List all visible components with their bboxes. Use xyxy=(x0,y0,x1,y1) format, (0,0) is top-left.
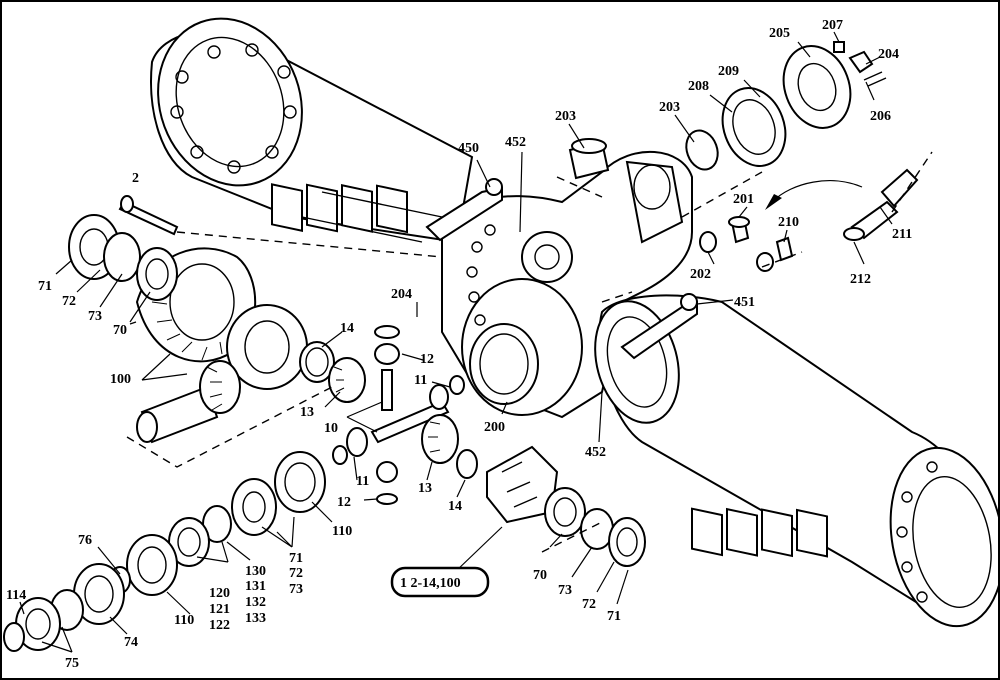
label-76: 76 xyxy=(78,533,92,548)
label-73-middle: 73 xyxy=(289,582,303,597)
label-210: 210 xyxy=(778,215,799,230)
label-205: 205 xyxy=(769,26,790,41)
label-2: 2 xyxy=(132,171,139,186)
differential-carrier-housing xyxy=(441,151,693,419)
label-13-right: 13 xyxy=(418,481,432,496)
label-452-bottom: 452 xyxy=(585,445,606,460)
label-131: 131 xyxy=(245,579,266,594)
label-110-upper: 110 xyxy=(332,524,352,539)
label-450: 450 xyxy=(458,141,479,156)
label-110-lower: 110 xyxy=(174,613,194,628)
label-71-middle: 71 xyxy=(289,551,303,566)
label-212: 212 xyxy=(850,272,871,287)
label-73-right: 73 xyxy=(558,583,572,598)
label-74: 74 xyxy=(124,635,138,650)
label-13-left: 13 xyxy=(300,405,314,420)
label-72-right: 72 xyxy=(582,597,596,612)
assembly-lines xyxy=(126,151,933,553)
label-12-upper: 12 xyxy=(420,352,434,367)
label-133: 133 xyxy=(245,611,266,626)
label-201: 201 xyxy=(733,192,754,207)
label-202: 202 xyxy=(690,267,711,282)
leader-lines xyxy=(19,31,893,653)
label-120: 120 xyxy=(209,586,230,601)
differential-case-right xyxy=(486,445,646,567)
label-11-upper: 11 xyxy=(414,373,427,388)
output-flange-parts xyxy=(568,41,919,272)
part-number-labels: 2 71 72 73 70 100 450 452 203 203 208 20… xyxy=(6,18,912,671)
pinion-bearing-stack xyxy=(3,451,326,652)
label-100: 100 xyxy=(110,372,131,387)
label-75: 75 xyxy=(65,656,79,671)
label-203-left: 203 xyxy=(555,109,576,124)
kit-label: 1 2-14,100 xyxy=(400,576,461,591)
label-70-left: 70 xyxy=(113,323,127,338)
label-207: 207 xyxy=(822,18,843,33)
mounting-brackets xyxy=(425,178,698,360)
kit-callout: 1 2-14,100 xyxy=(390,566,490,598)
differential-internals xyxy=(299,325,478,505)
label-200: 200 xyxy=(484,420,505,435)
label-71-left: 71 xyxy=(38,279,52,294)
label-71-right: 71 xyxy=(607,609,621,624)
label-10: 10 xyxy=(324,421,338,436)
label-132: 132 xyxy=(245,595,266,610)
label-14-upper: 14 xyxy=(340,321,354,336)
label-72-left: 72 xyxy=(62,294,76,309)
label-452-top: 452 xyxy=(505,135,526,150)
label-211: 211 xyxy=(892,227,912,242)
label-451: 451 xyxy=(734,295,755,310)
bevel-gear-set xyxy=(68,195,308,444)
label-73-left: 73 xyxy=(88,309,102,324)
label-72-middle: 72 xyxy=(289,566,303,581)
label-122: 122 xyxy=(209,618,230,633)
label-203-right: 203 xyxy=(659,100,680,115)
label-121: 121 xyxy=(209,602,230,617)
label-204-center: 204 xyxy=(391,287,412,302)
label-14-lower: 14 xyxy=(448,499,462,514)
label-114: 114 xyxy=(6,588,26,603)
label-130: 130 xyxy=(245,564,266,579)
label-70-right: 70 xyxy=(533,568,547,583)
label-206: 206 xyxy=(870,109,891,124)
label-12-lower: 12 xyxy=(337,495,351,510)
label-11-lower: 11 xyxy=(356,474,369,489)
label-208: 208 xyxy=(688,79,709,94)
left-axle-housing xyxy=(150,17,474,244)
label-204-top: 204 xyxy=(878,47,899,62)
label-209: 209 xyxy=(718,64,739,79)
